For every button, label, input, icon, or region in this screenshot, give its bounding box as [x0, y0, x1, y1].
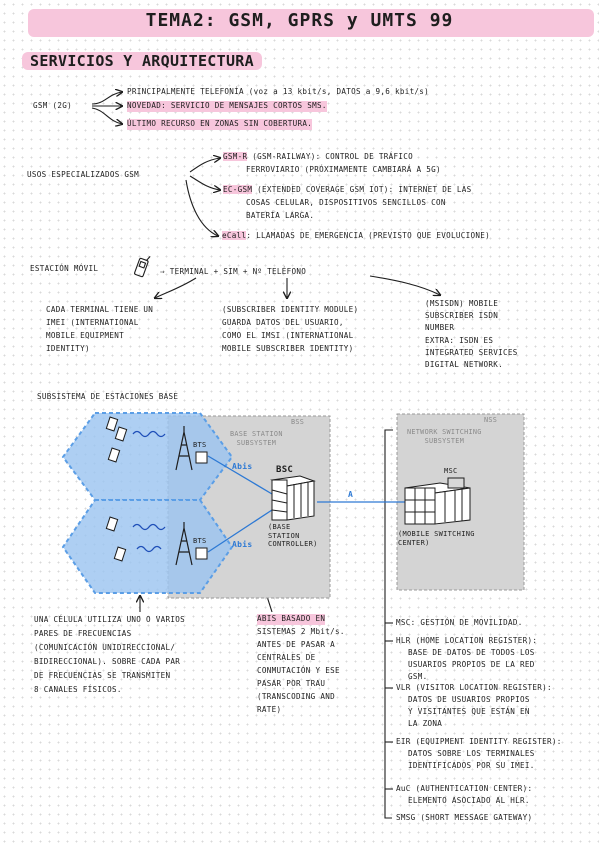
nss-vlr-line-3: Y VISITANTES QUE ESTÁN EN: [408, 707, 530, 716]
msisdn-note-4: EXTRA: ISDN ES: [425, 336, 494, 345]
abis-note-1: ABIS BASADO EN: [257, 614, 326, 625]
ecgsm-entry: EC-GSM (EXTENDED COVERAGE GSM IOT): INTE…: [223, 185, 471, 196]
ecgsm-desc-3: BATERÍA LARGA.: [246, 211, 315, 220]
abis-label-top: Abis: [232, 462, 253, 471]
nss-eir-line-1: EIR (EQUIPMENT IDENTITY REGISTER):: [396, 737, 562, 746]
gsmr-term: GSM-R: [223, 152, 248, 161]
nss-hlr-line-2: BASE DE DATOS DE TODOS LOS: [408, 648, 535, 657]
msc-description: (MOBILE SWITCHING CENTER): [398, 530, 475, 547]
nss-hlr-line-1: HLR (HOME LOCATION REGISTER):: [396, 636, 538, 645]
gsmr-desc: (GSM-RAILWAY): CONTROL DE TRÁFICO: [247, 152, 414, 161]
section-title: SERVICIOS Y ARQUITECTURA: [22, 52, 262, 70]
bss-abbr: BSS: [291, 418, 305, 426]
estacion-label: ESTACIÓN MÓVIL: [30, 264, 99, 273]
cell-note-3: (COMUNICACIÓN UNIDIRECCIONAL/: [34, 643, 176, 652]
terminal-note-3: MOBILE EQUIPMENT: [46, 331, 124, 340]
a-interface-label: A: [348, 490, 354, 499]
nss-vlr-line-1: VLR (VISITOR LOCATION REGISTER):: [396, 683, 552, 692]
msisdn-note-6: DIGITAL NETWORK.: [425, 360, 503, 369]
cell-note-4: BIDIRECCIONAL). SOBRE CADA PAR: [34, 657, 181, 666]
nss-eir-line-2: DATOS SOBRE LOS TERMINALES: [408, 749, 535, 758]
msc-label: MSC: [444, 467, 458, 475]
bts-label-top: BTS: [193, 441, 207, 449]
abis-note-7: (TRANSCODING AND: [257, 692, 335, 701]
nss-eir-line-3: IDENTIFICADOS POR SU IMEI.: [408, 761, 535, 770]
estacion-formula: ⇒ TERMINAL + SIM + Nº TELÉFONO: [160, 267, 307, 276]
terminal-note-4: IDENTITY): [46, 344, 90, 353]
nss-vlr-line-4: LA ZONA: [408, 719, 443, 728]
bts-label-bottom: BTS: [193, 537, 207, 545]
cell-note-6: 8 CANALES FÍSICOS.: [34, 685, 122, 694]
ecgsm-desc-2: COSAS CELULAR, DISPOSITIVOS SENCILLOS CO…: [246, 198, 446, 207]
msisdn-note-2: SUBSCRIBER ISDN: [425, 311, 499, 320]
abis-label-bottom: Abis: [232, 540, 253, 549]
nss-hlr-line-3: USUARIOS PROPIOS DE LA RED: [408, 660, 535, 669]
gsm-item-sms: NOVEDAD: SERVICIO DE MENSAJES CORTOS SMS…: [127, 101, 327, 112]
abis-note-6: PASAR POR TRAU: [257, 679, 326, 688]
bsc-label: BSC: [276, 465, 294, 475]
nss-smsg-line-1: SMSG (SHORT MESSAGE GATEWAY): [396, 813, 533, 822]
subsystem-title: SUBSISTEMA DE ESTACIONES BASE: [37, 392, 179, 401]
nss-full: NETWORK SWITCHING SUBSYSTEM: [407, 428, 482, 445]
bsc-description: (BASE STATION CONTROLLER): [268, 523, 318, 548]
title-banner: [28, 9, 594, 37]
page-title: TEMA2: GSM, GPRS y UMTS 99: [145, 10, 454, 31]
ecall-desc: : LLAMADAS DE EMERGENCIA (PREVISTO QUE E…: [246, 231, 490, 240]
abis-note-3: ANTES DE PASAR A: [257, 640, 335, 649]
bss-full: BASE STATION SUBSYSTEM: [230, 430, 283, 447]
abis-note-4: CENTRALES DE: [257, 653, 316, 662]
abis-note-2: SISTEMAS 2 Mbit/s.: [257, 627, 345, 636]
abis-note-5: CONMUTACIÓN Y ESE: [257, 666, 340, 675]
nss-auc-line-2: ELEMENTO ASOCIADO AL HLR.: [408, 796, 530, 805]
nss-vlr-line-2: DATOS DE USUARIOS PROPIOS: [408, 695, 530, 704]
gsmr-entry: GSM-R (GSM-RAILWAY): CONTROL DE TRÁFICO: [223, 152, 413, 163]
ecall-term: eCall: [222, 231, 247, 240]
sim-note-4: MOBILE SUBSCRIBER IDENTITY): [222, 344, 354, 353]
nss-msc-line-1: MSC: GESTIÓN DE MOVILIDAD.: [396, 618, 523, 627]
cell-note-1: UNA CÉLULA UTILIZA UNO O VARIOS: [34, 615, 186, 624]
nss-auc-line-1: AuC (AUTHENTICATION CENTER):: [396, 784, 533, 793]
sim-note-1: (SUBSCRIBER IDENTITY MODULE): [222, 305, 359, 314]
nss-abbr: NSS: [484, 416, 498, 424]
msisdn-note-1: (MSISDN) MOBILE: [425, 299, 499, 308]
msisdn-note-3: NUMBER: [425, 323, 455, 332]
ecgsm-desc: (EXTENDED COVERAGE GSM IOT): INTERNET DE…: [252, 185, 472, 194]
gsmr-desc-2: FERROVIARIO (PRÓXIMAMENTE CAMBIARÁ A 5G): [246, 165, 441, 174]
gsm-label: GSM (2G): [33, 101, 72, 110]
nss-hlr-line-4: GSM.: [408, 672, 428, 681]
sim-note-3: COMO EL IMSI (INTERNATIONAL: [222, 331, 354, 340]
msisdn-note-5: INTEGRATED SERVICES: [425, 348, 518, 357]
abis-note-8: RATE): [257, 705, 282, 714]
cell-note-5: DE FRECUENCIAS SE TRANSMITEN: [34, 671, 171, 680]
terminal-note-1: CADA TERMINAL TIENE UN: [46, 305, 154, 314]
gsm-item-telefonia: PRINCIPALMENTE TELEFONÍA (voz a 13 kbit/…: [127, 87, 430, 96]
cell-note-2: PARES DE FRECUENCIAS: [34, 629, 132, 638]
ecall-entry: eCall: LLAMADAS DE EMERGENCIA (PREVISTO …: [222, 231, 490, 242]
usos-label: USOS ESPECIALIZADOS GSM: [27, 170, 140, 179]
ecgsm-term: EC-GSM: [223, 185, 253, 194]
sim-note-2: GUARDA DATOS DEL USUARIO,: [222, 318, 344, 327]
terminal-note-2: IMEI (INTERNATIONAL: [46, 318, 139, 327]
gsm-item-ultimo-recurso: ÚLTIMO RECURSO EN ZONAS SIN COBERTURA.: [127, 119, 313, 130]
